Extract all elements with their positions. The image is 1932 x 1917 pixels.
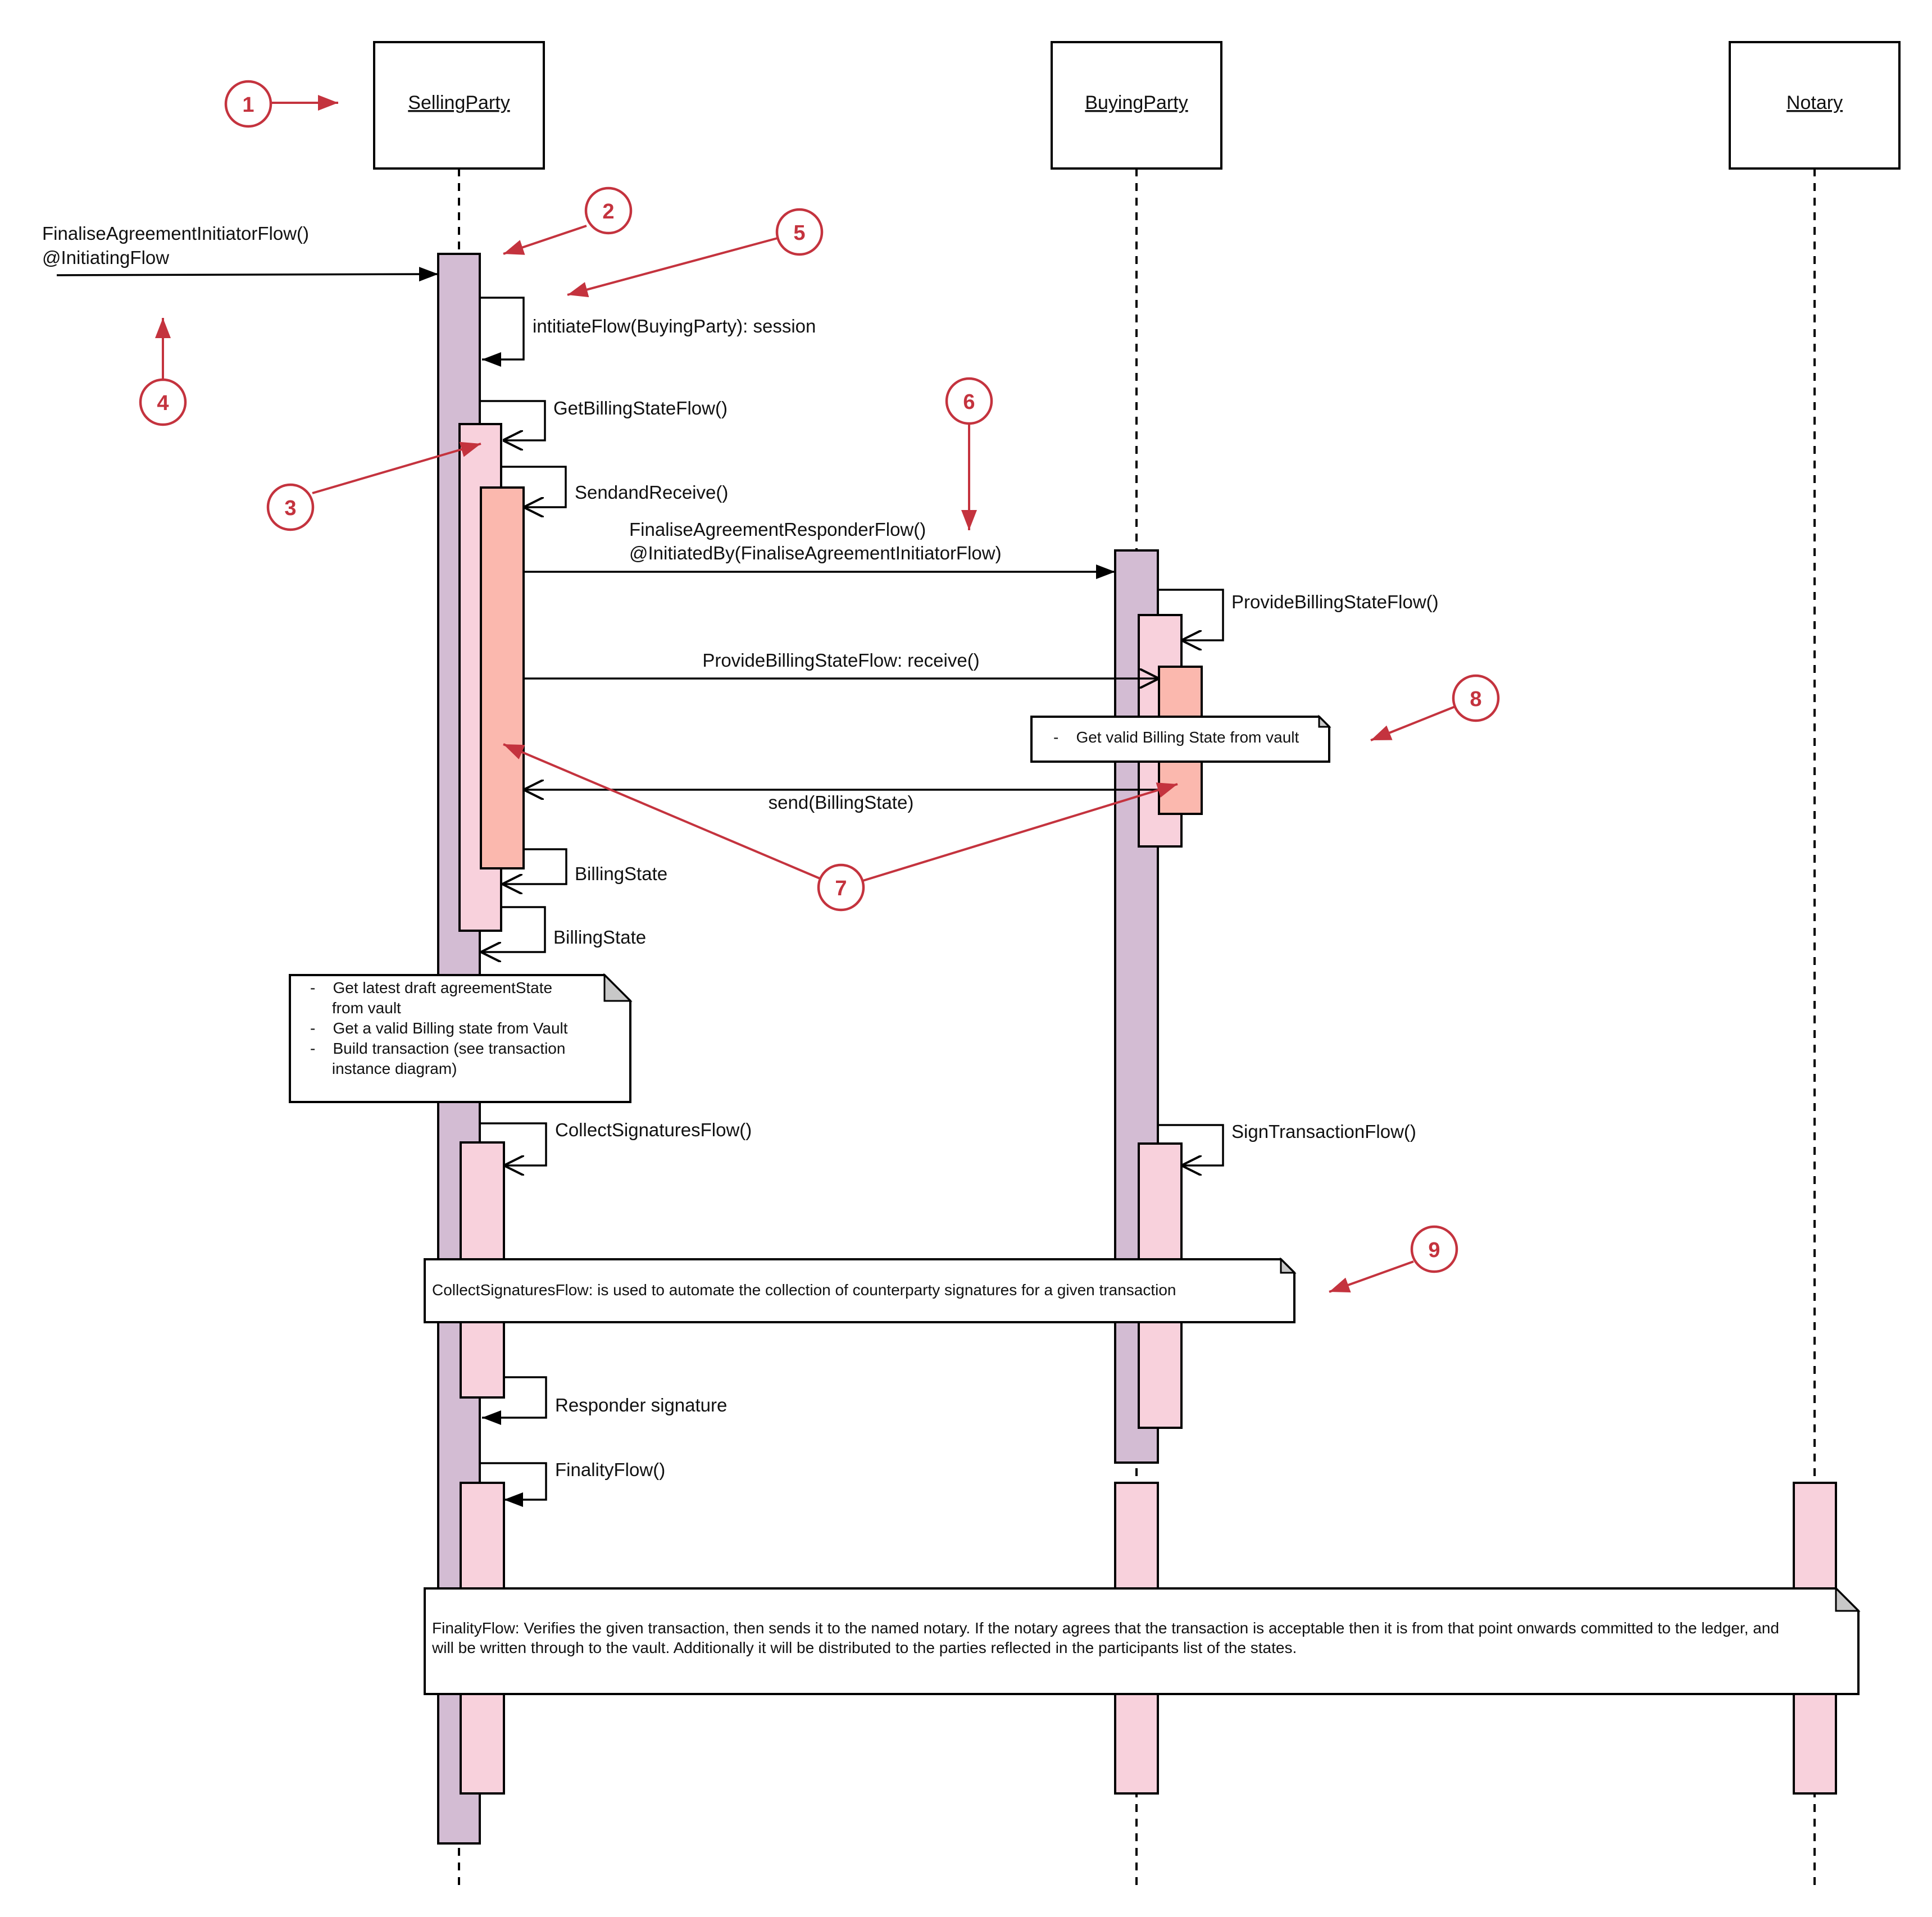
callout-number: 9 [1428, 1238, 1440, 1262]
message-collect-sigs-arrow [480, 1122, 547, 1165]
note-draft-line: - Get latest draft agreementState [310, 979, 552, 996]
message-billing-state-2-label: BillingState [553, 927, 646, 948]
message-finality-label: FinalityFlow() [555, 1459, 665, 1480]
actor-notary: Notary [1729, 41, 1901, 170]
message-responder-sig-label: Responder signature [555, 1395, 727, 1415]
message-initiated-by-label: @InitiatedBy(FinaliseAgreementInitiatorF… [629, 543, 1002, 563]
actor-label-selling: SellingParty [408, 92, 510, 113]
message-get-billing-arrow [480, 400, 546, 440]
note-draft-line: - Get a valid Billing state from Vault [310, 1019, 568, 1037]
message-sign-tx-label: SignTransactionFlow() [1231, 1121, 1416, 1142]
note-vault: - Get valid Billing State from vault [1030, 714, 1331, 763]
callout-7: 7 [503, 743, 1178, 912]
message-initiator-arrow [56, 267, 439, 282]
note-draft-line: from vault [310, 999, 401, 1017]
message-send-receive-label: SendandReceive() [575, 482, 728, 503]
note-draft-agreement: - Get latest draft agreementState from v… [289, 973, 633, 1103]
callout-number: 2 [602, 200, 614, 224]
actor-label-buying: BuyingParty [1085, 92, 1188, 113]
message-sign-tx-arrow [1158, 1124, 1224, 1165]
message-provide-billing-label: ProvideBillingStateFlow() [1231, 591, 1439, 612]
message-responder-sig-arrow [482, 1376, 547, 1425]
message-send-billing-label: send(BillingState) [769, 792, 914, 813]
note-draft-line: instance diagram) [310, 1060, 457, 1077]
message-initiate-flow-label: intitiateFlow(BuyingParty): session [533, 316, 816, 336]
callout-number: 3 [284, 497, 296, 520]
message-billing-state-1-arrow [502, 848, 567, 884]
message-provide-billing-arrow [1158, 589, 1224, 640]
callout-9: 9 [1329, 1225, 1458, 1293]
activation-send-receive [480, 486, 525, 869]
message-initiating-annotation: @InitiatingFlow [42, 247, 169, 268]
callout-number: 7 [835, 877, 847, 900]
message-provide-receive-label: ProvideBillingStateFlow: receive() [702, 650, 979, 671]
callout-5: 5 [567, 208, 824, 298]
callout-number: 6 [963, 390, 975, 414]
callout-3: 3 [266, 441, 481, 531]
callout-8: 8 [1370, 674, 1500, 741]
note-collect-sigs-text: CollectSignaturesFlow: is used to automa… [432, 1281, 1176, 1299]
note-finality: FinalityFlow: Verifies the given transac… [424, 1586, 1861, 1695]
actor-buying-party: BuyingParty [1051, 41, 1222, 170]
note-finality-line: will be written through to the vault. Ad… [431, 1639, 1297, 1656]
message-send-receive-arrow [501, 466, 567, 507]
message-finality-arrow [480, 1462, 547, 1507]
callout-1: 1 [224, 80, 338, 128]
callout-number: 5 [793, 221, 805, 245]
message-billing-state-2-arrow [481, 906, 546, 952]
callout-6: 6 [945, 377, 993, 530]
message-collect-sigs-label: CollectSignaturesFlow() [555, 1119, 752, 1140]
message-responder-label: FinaliseAgreementResponderFlow() [629, 519, 926, 540]
callout-number: 4 [157, 391, 169, 415]
message-initiate-flow-arrow [480, 297, 525, 367]
message-billing-state-1-label: BillingState [575, 863, 667, 884]
note-finality-line: FinalityFlow: Verifies the given transac… [432, 1619, 1779, 1637]
note-collect-sigs: CollectSignaturesFlow: is used to automa… [424, 1257, 1297, 1323]
callout-number: 8 [1470, 687, 1481, 711]
actor-selling-party: SellingParty [373, 41, 545, 170]
callout-4: 4 [139, 318, 187, 426]
message-get-billing-label: GetBillingStateFlow() [553, 398, 728, 418]
message-initiator-label: FinaliseAgreementInitiatorFlow() [42, 223, 309, 244]
note-vault-text: - Get valid Billing State from vault [1053, 728, 1299, 746]
callout-number: 1 [242, 93, 254, 117]
callout-2: 2 [503, 186, 633, 255]
note-draft-line: - Build transaction (see transaction [310, 1040, 565, 1057]
actor-label-notary: Notary [1786, 92, 1843, 113]
